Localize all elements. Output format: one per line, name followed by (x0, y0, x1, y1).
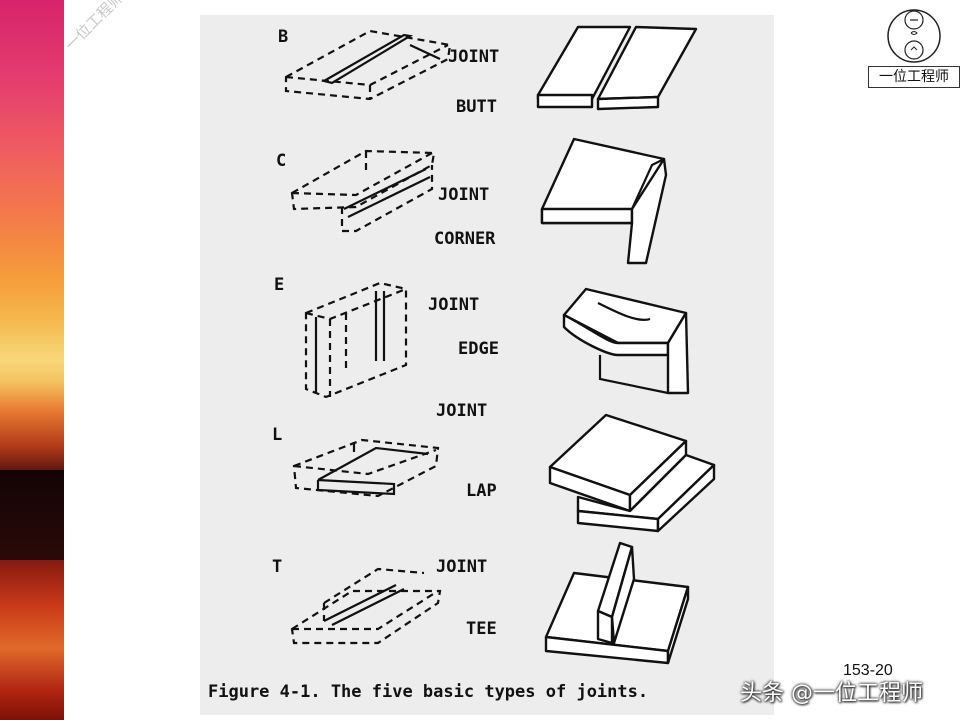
figure-panel: B JOINT BUTT C JOINT CORNER E (200, 15, 774, 715)
type-label-corner: CORNER (434, 229, 496, 249)
joint-letter-l: L (272, 425, 283, 445)
edge-joint-dashed-drawing (304, 281, 408, 399)
joint-letter-c: C (276, 151, 287, 171)
figure-caption: Figure 4-1. The five basic types of join… (208, 682, 649, 702)
type-label-lap: LAP (466, 481, 497, 501)
corner-joint-dashed-drawing (290, 149, 436, 233)
joint-label-lap: JOINT (436, 401, 488, 421)
joint-letter-e: E (274, 275, 285, 295)
logo-caption: 一位工程师 (868, 66, 960, 88)
joint-label-edge: JOINT (428, 295, 480, 315)
joint-letter-t: T (272, 557, 283, 577)
joint-label-tee: JOINT (436, 557, 488, 577)
type-label-edge: EDGE (458, 339, 499, 359)
page-number: 153-20 (843, 662, 893, 679)
tee-joint-solid-drawing (544, 541, 690, 665)
joint-label-corner: JOINT (438, 185, 490, 205)
butt-joint-dashed-drawing (284, 29, 452, 101)
butt-joint-solid-drawing (536, 25, 698, 111)
diagonal-watermark: 一位工程师 (61, 0, 128, 55)
lap-joint-solid-drawing (548, 413, 716, 533)
joint-label-butt: JOINT (448, 47, 500, 67)
joint-letter-b: B (278, 27, 289, 47)
brand-logo (866, 2, 958, 86)
edge-joint-solid-drawing (562, 287, 690, 395)
lap-joint-dashed-drawing (292, 438, 440, 498)
corner-joint-solid-drawing (540, 137, 668, 265)
platform-watermark: 头条 @一位工程师 (740, 681, 923, 706)
type-label-tee: TEE (466, 619, 497, 639)
sunset-photo-strip (0, 0, 64, 720)
tee-joint-dashed-drawing (290, 567, 442, 645)
type-label-butt: BUTT (456, 97, 497, 117)
